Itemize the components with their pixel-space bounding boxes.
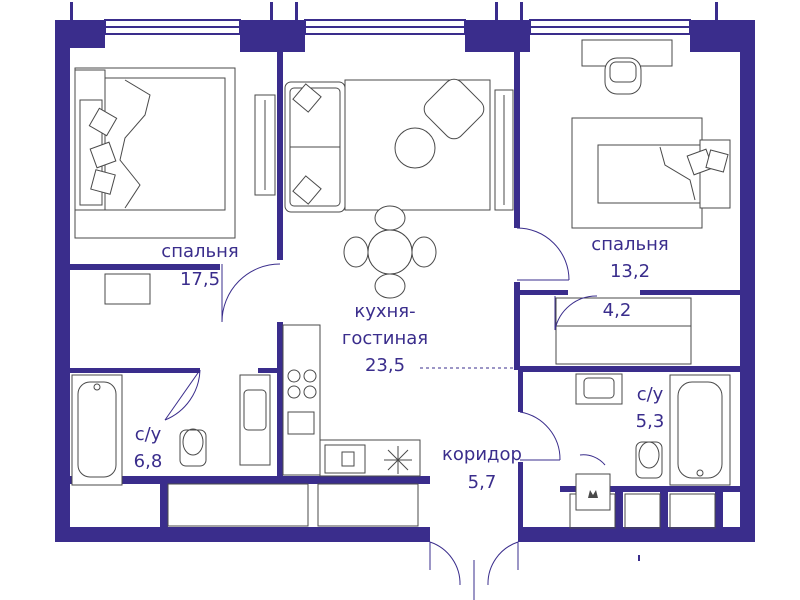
room-area-closet: 4,2 [602,300,632,321]
room-name-living-line1: кухня- [354,301,416,322]
room-name-corridor: коридор [442,444,522,465]
room-name-bedroom2: спальня [591,234,669,255]
room-area-corridor: 5,7 [467,472,497,493]
interior-walls [70,48,740,530]
room-area-bath1: 6,8 [133,451,163,472]
doors [164,227,640,600]
bathroom1-fixtures [71,374,271,486]
bedroom1-furniture [74,67,276,305]
room-name-bath1: с/у [134,424,162,445]
living-furniture [282,78,514,477]
plant-icon [384,446,412,474]
bedroom2-furniture [555,39,731,365]
exterior-walls [55,2,755,542]
room-area-living: 23,5 [364,355,406,376]
room-area-bedroom1: 17,5 [179,269,221,290]
room-name-living-line2: гостиная [341,328,429,349]
washing-machine-icon [588,490,598,498]
bathroom2-fixtures [575,373,731,511]
room-area-bedroom2: 13,2 [609,261,651,282]
room-name-bedroom1: спальня [161,241,239,262]
room-name-bath2: с/у [636,384,664,405]
room-area-bath2: 5,3 [635,411,665,432]
